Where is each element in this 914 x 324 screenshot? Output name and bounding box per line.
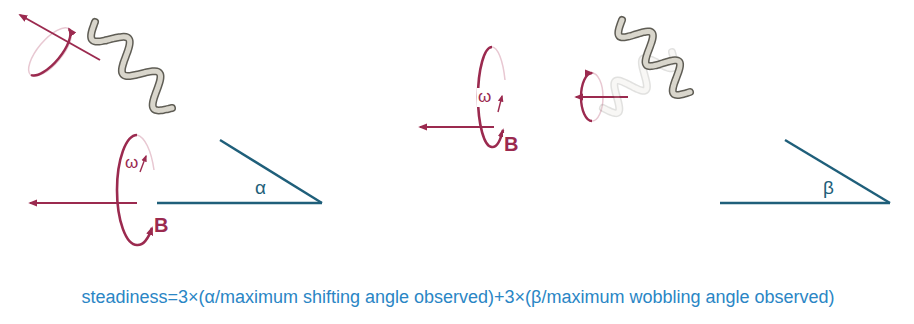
angular-velocity-label: ω bbox=[477, 88, 492, 107]
helix bbox=[91, 22, 172, 110]
angle-alpha bbox=[157, 140, 322, 203]
helix-rotation-left bbox=[20, 15, 100, 83]
field-label: B bbox=[503, 133, 519, 155]
rotating-field-right bbox=[420, 47, 505, 147]
helix-group bbox=[91, 20, 690, 113]
angle-label: β bbox=[822, 178, 835, 199]
formula-text: steadiness=3×(α/maximum shifting angle o… bbox=[7, 288, 909, 308]
angle-beta bbox=[720, 140, 890, 203]
field-label: B bbox=[153, 214, 169, 236]
angle-label: α bbox=[254, 178, 267, 199]
angular-velocity-label: ω bbox=[124, 154, 139, 173]
rotating-field-left bbox=[30, 135, 154, 245]
helix bbox=[618, 20, 690, 95]
